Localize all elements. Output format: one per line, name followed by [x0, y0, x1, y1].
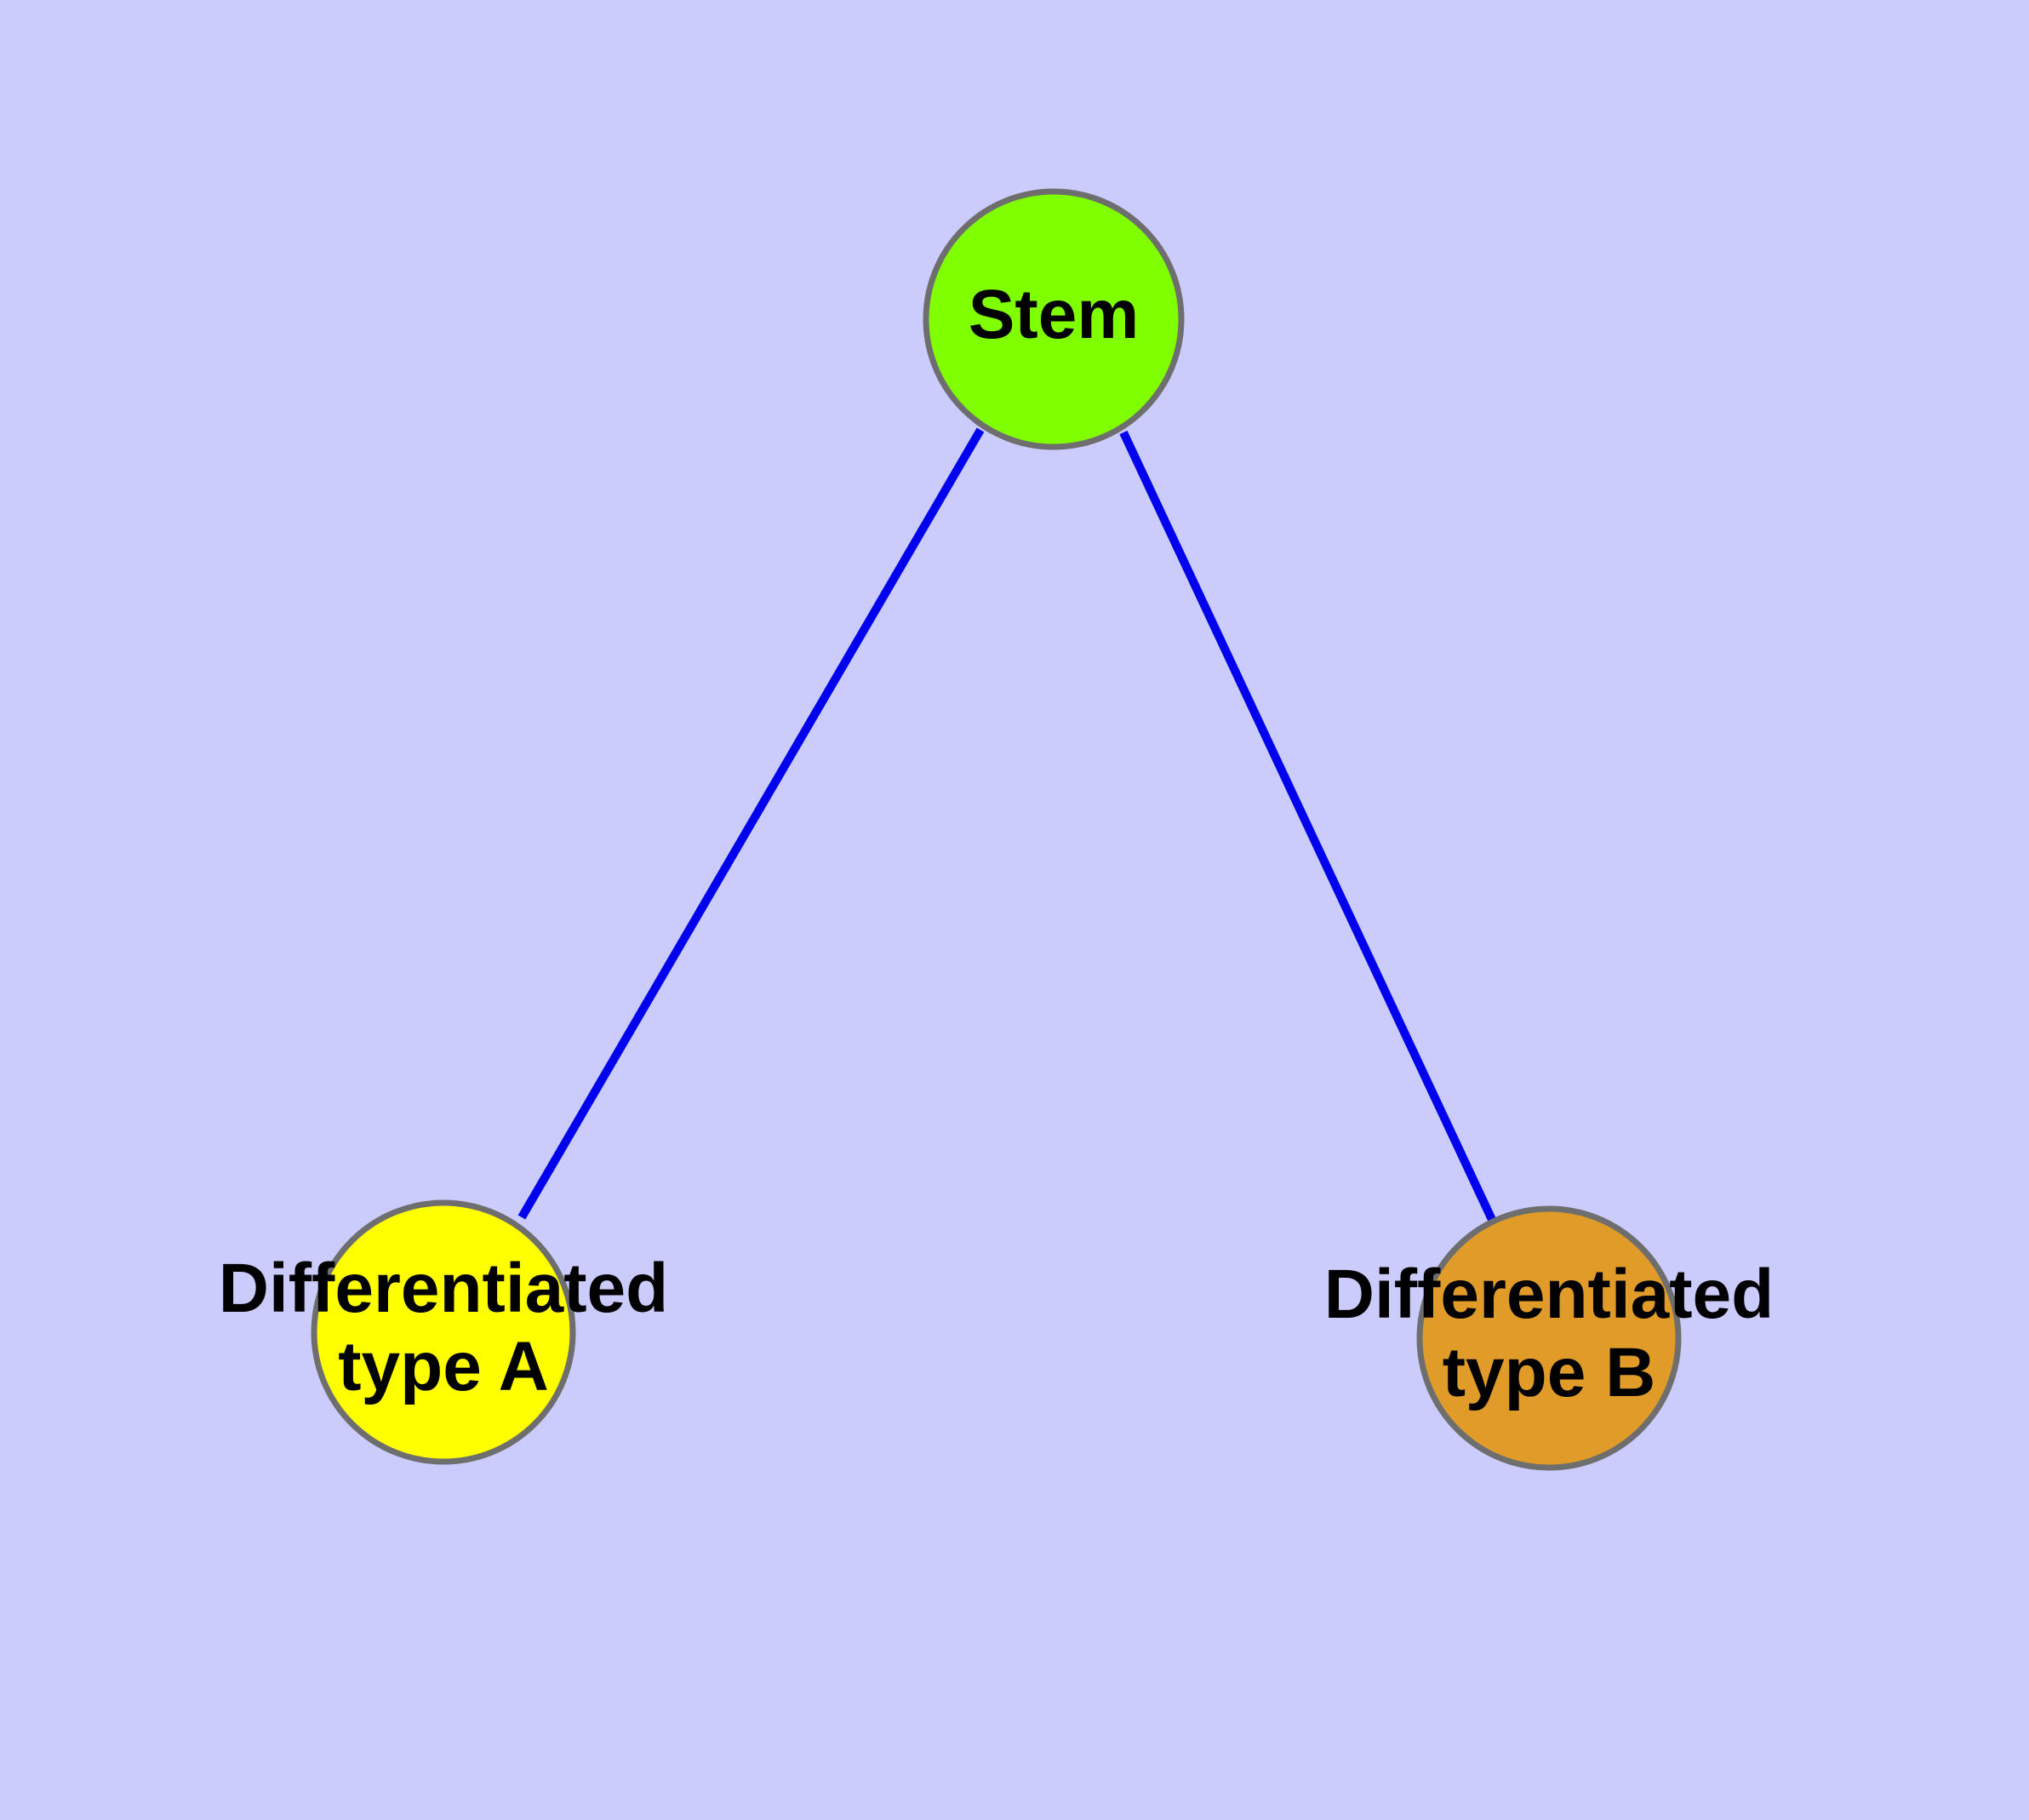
node-label-stem: Stem: [969, 276, 1140, 353]
node-circle-diff-b[interactable]: [1416, 1205, 1682, 1471]
node-circle-diff-a[interactable]: [311, 1199, 576, 1465]
edge-stem-diff-a[interactable]: [517, 427, 985, 1220]
node-label-line: Differentiated: [1324, 1256, 1775, 1333]
node-circle-stem[interactable]: [923, 188, 1185, 450]
node-label-line: type B: [1443, 1334, 1656, 1411]
edges-group: [517, 427, 1498, 1226]
node-label-line: Stem: [969, 276, 1140, 353]
node-label-line: type A: [338, 1328, 549, 1405]
node-label-line: Differentiated: [219, 1250, 669, 1327]
edge-stem-diff-b[interactable]: [1119, 430, 1498, 1226]
